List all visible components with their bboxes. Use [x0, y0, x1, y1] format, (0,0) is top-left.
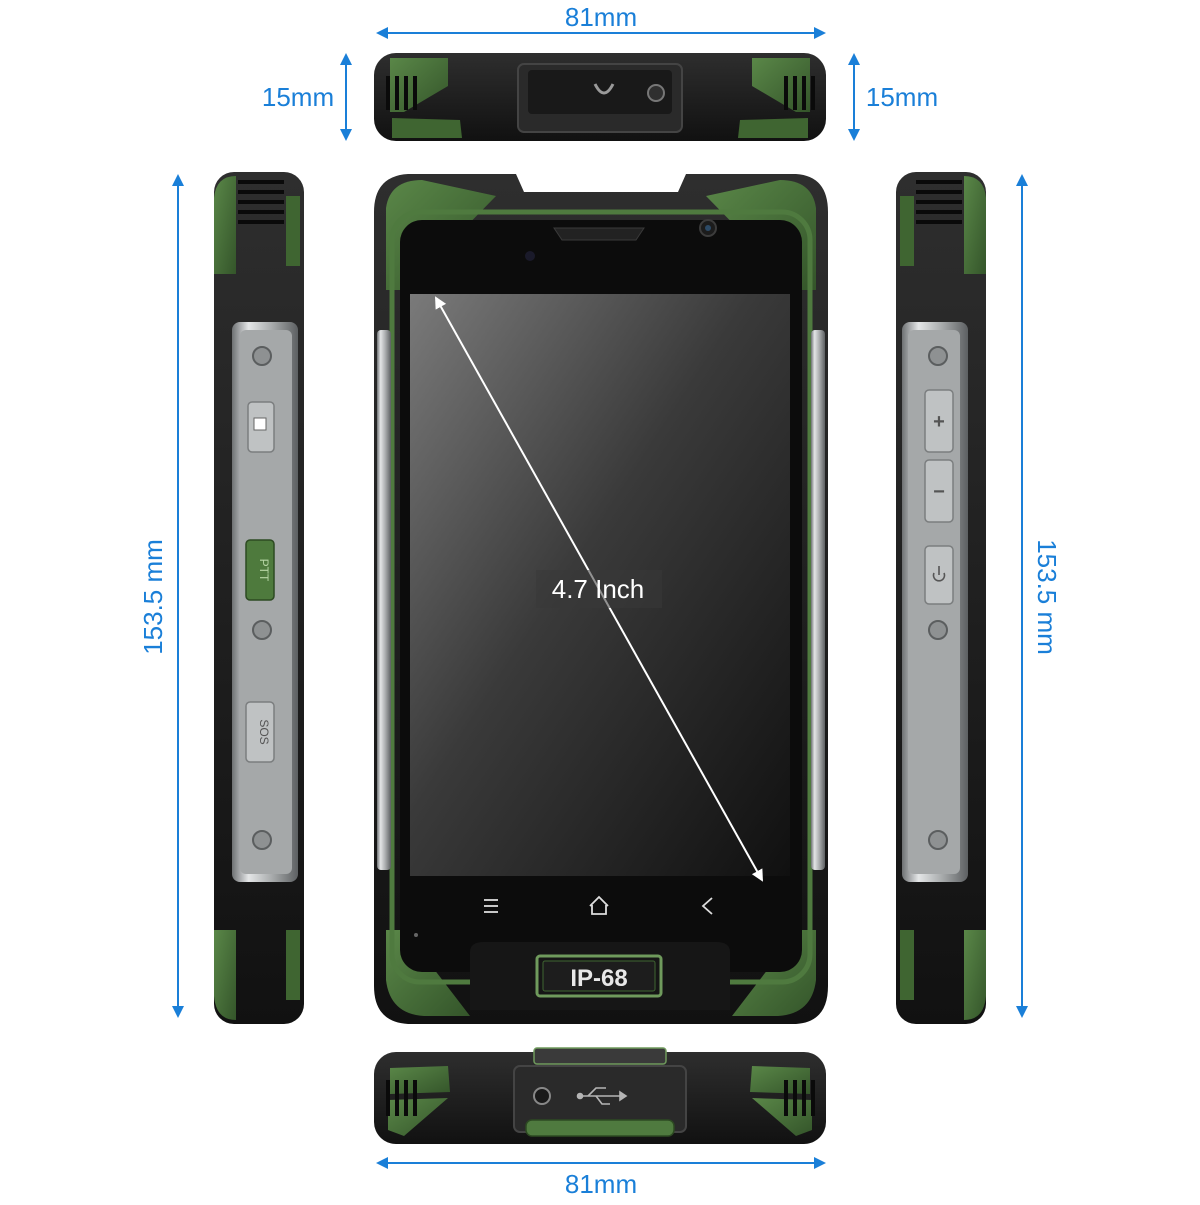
dimension-thickness-right: 15mm: [848, 53, 938, 141]
screw-icon: [928, 830, 948, 850]
flash-icon: [647, 84, 665, 102]
usb-icon: [576, 1087, 628, 1105]
camera-icon: [253, 417, 267, 431]
menu-icon[interactable]: [484, 899, 498, 913]
home-icon[interactable]: [589, 895, 609, 915]
screw-icon: [928, 620, 948, 640]
dimension-width-bottom: 81mm: [376, 1157, 826, 1199]
height-label-left: 153.5 mm: [138, 539, 168, 655]
dimension-thickness-left: 15mm: [262, 53, 352, 141]
width-label-top: 81mm: [565, 2, 637, 32]
screen-size-label: 4.7 Inch: [552, 574, 645, 604]
phone-front-view: 4.7 Inch IP-68: [374, 174, 828, 1024]
dimension-width-top: 81mm: [376, 2, 826, 39]
thickness-label-left: 15mm: [262, 82, 334, 112]
screw-icon: [252, 620, 272, 640]
screw-icon: [252, 346, 272, 366]
width-label-bottom: 81mm: [565, 1169, 637, 1199]
screw-icon: [928, 346, 948, 366]
dimension-height-right: 153.5 mm: [1016, 174, 1062, 1018]
sos-button[interactable]: [245, 701, 275, 763]
volume-down-button[interactable]: [924, 459, 954, 523]
volume-up-label: +: [933, 411, 945, 433]
phone-top-view: [374, 53, 826, 141]
earpiece-icon: [593, 83, 615, 95]
phone-bottom-view: [374, 1047, 826, 1144]
back-icon[interactable]: [701, 897, 713, 915]
ptt-label: PTT: [257, 559, 271, 582]
ptt-button[interactable]: [245, 539, 275, 601]
sos-label: SOS: [257, 719, 271, 744]
headphone-jack-icon: [533, 1087, 551, 1105]
volume-up-button[interactable]: [924, 389, 954, 453]
ip68-badge: IP-68: [570, 965, 627, 992]
volume-down-label: −: [933, 481, 945, 503]
power-icon: [932, 566, 946, 582]
height-label-right: 153.5 mm: [1032, 539, 1062, 655]
dimension-height-left: 153.5 mm: [138, 174, 184, 1018]
phone-right-side-view: + −: [896, 172, 986, 1024]
phone-left-side-view: PTT SOS: [214, 172, 304, 1024]
thickness-label-right: 15mm: [866, 82, 938, 112]
screw-icon: [252, 830, 272, 850]
